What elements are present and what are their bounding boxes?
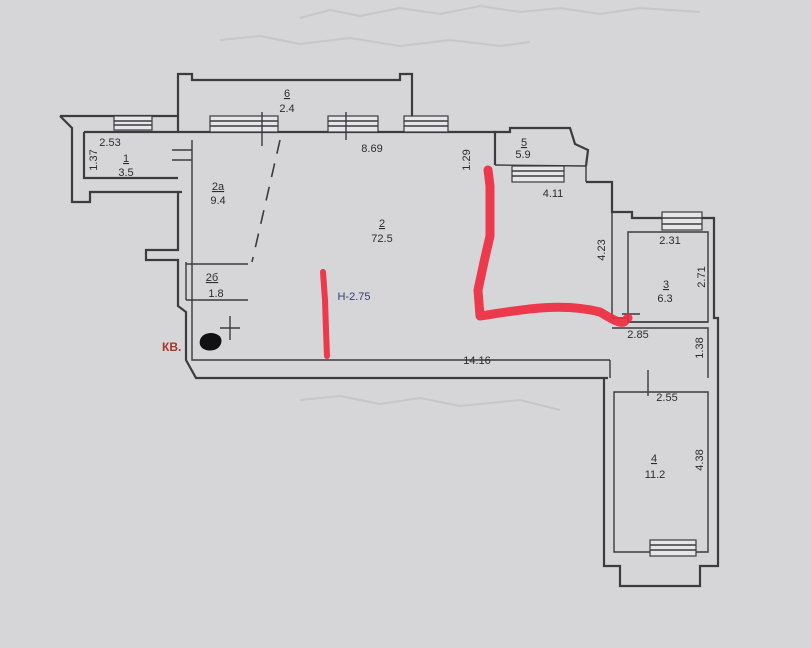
room-4-number: 4 bbox=[651, 453, 657, 465]
dimension-label: 1.29 bbox=[461, 149, 473, 170]
room-1-area: 3.5 bbox=[118, 167, 133, 179]
west-wall bbox=[144, 192, 608, 380]
room-3-area: 6.3 bbox=[657, 293, 672, 305]
entrance-label: КВ. bbox=[162, 340, 181, 354]
main-hall-inner bbox=[191, 140, 610, 361]
entrance-mark bbox=[199, 332, 222, 351]
east-wall bbox=[586, 180, 720, 588]
dimension-label: 4.23 bbox=[596, 239, 608, 260]
room-5-area: 2.4 bbox=[279, 103, 294, 115]
room-2a-number: 2а bbox=[212, 181, 225, 193]
room-2a-area: 9.4 bbox=[210, 195, 225, 207]
balcony-6-outline bbox=[495, 126, 590, 167]
dimension-label: 2.71 bbox=[696, 266, 708, 287]
hall-east-inner bbox=[611, 182, 628, 319]
red-marker-l-shape bbox=[473, 165, 633, 327]
partition-2a-2 bbox=[251, 139, 281, 263]
dimension-label: 2.85 bbox=[627, 329, 648, 341]
room-1-outline bbox=[59, 115, 182, 204]
room-1-inner bbox=[82, 130, 178, 180]
dimension-label: 1.37 bbox=[88, 149, 100, 170]
dimension-label: 14.16 bbox=[463, 355, 491, 367]
room-5-number: 6 bbox=[284, 88, 290, 100]
room-4-area: 11.2 bbox=[645, 469, 666, 481]
background-ghost-text bbox=[219, 4, 701, 411]
room-2-number: 2 bbox=[379, 218, 385, 230]
ceiling-height-label: Н-2.75 bbox=[337, 291, 370, 303]
dimension-labels: 2.53 1.37 8.69 1.29 4.11 4.23 2.31 2.71 … bbox=[88, 137, 708, 471]
dimension-label: 2.31 bbox=[659, 235, 680, 247]
dimension-label: 2.53 bbox=[99, 137, 120, 149]
red-marker-vertical-line bbox=[320, 269, 330, 359]
room-6-area: 5.9 bbox=[515, 149, 530, 161]
dimension-label: 2.55 bbox=[656, 392, 677, 404]
balcony-6-inner bbox=[494, 164, 587, 182]
room-3-number: 3 bbox=[663, 279, 669, 291]
corridor-lines bbox=[609, 321, 709, 378]
room-2b-area: 1.8 bbox=[208, 288, 223, 300]
room-labels: 6 2.4 1 3.5 2а 9.4 2б 1.8 2 72.5 3 6.3 4… bbox=[118, 88, 672, 481]
outer-walls bbox=[59, 72, 720, 588]
balcony-5-outline bbox=[176, 72, 414, 132]
room-1-number: 1 bbox=[123, 153, 129, 165]
windows bbox=[113, 112, 703, 557]
dimension-label: 4.38 bbox=[694, 449, 706, 470]
west-inner-wall bbox=[185, 262, 248, 301]
dimension-label: 4.11 bbox=[543, 188, 564, 200]
dimension-label: 8.69 bbox=[361, 143, 382, 155]
dimension-label: 1.38 bbox=[694, 337, 706, 358]
room-6-number: 5 bbox=[521, 137, 527, 149]
room-4-outline bbox=[613, 391, 709, 553]
room-2-area: 72.5 bbox=[371, 233, 392, 245]
room-2b-number: 2б bbox=[206, 272, 218, 284]
